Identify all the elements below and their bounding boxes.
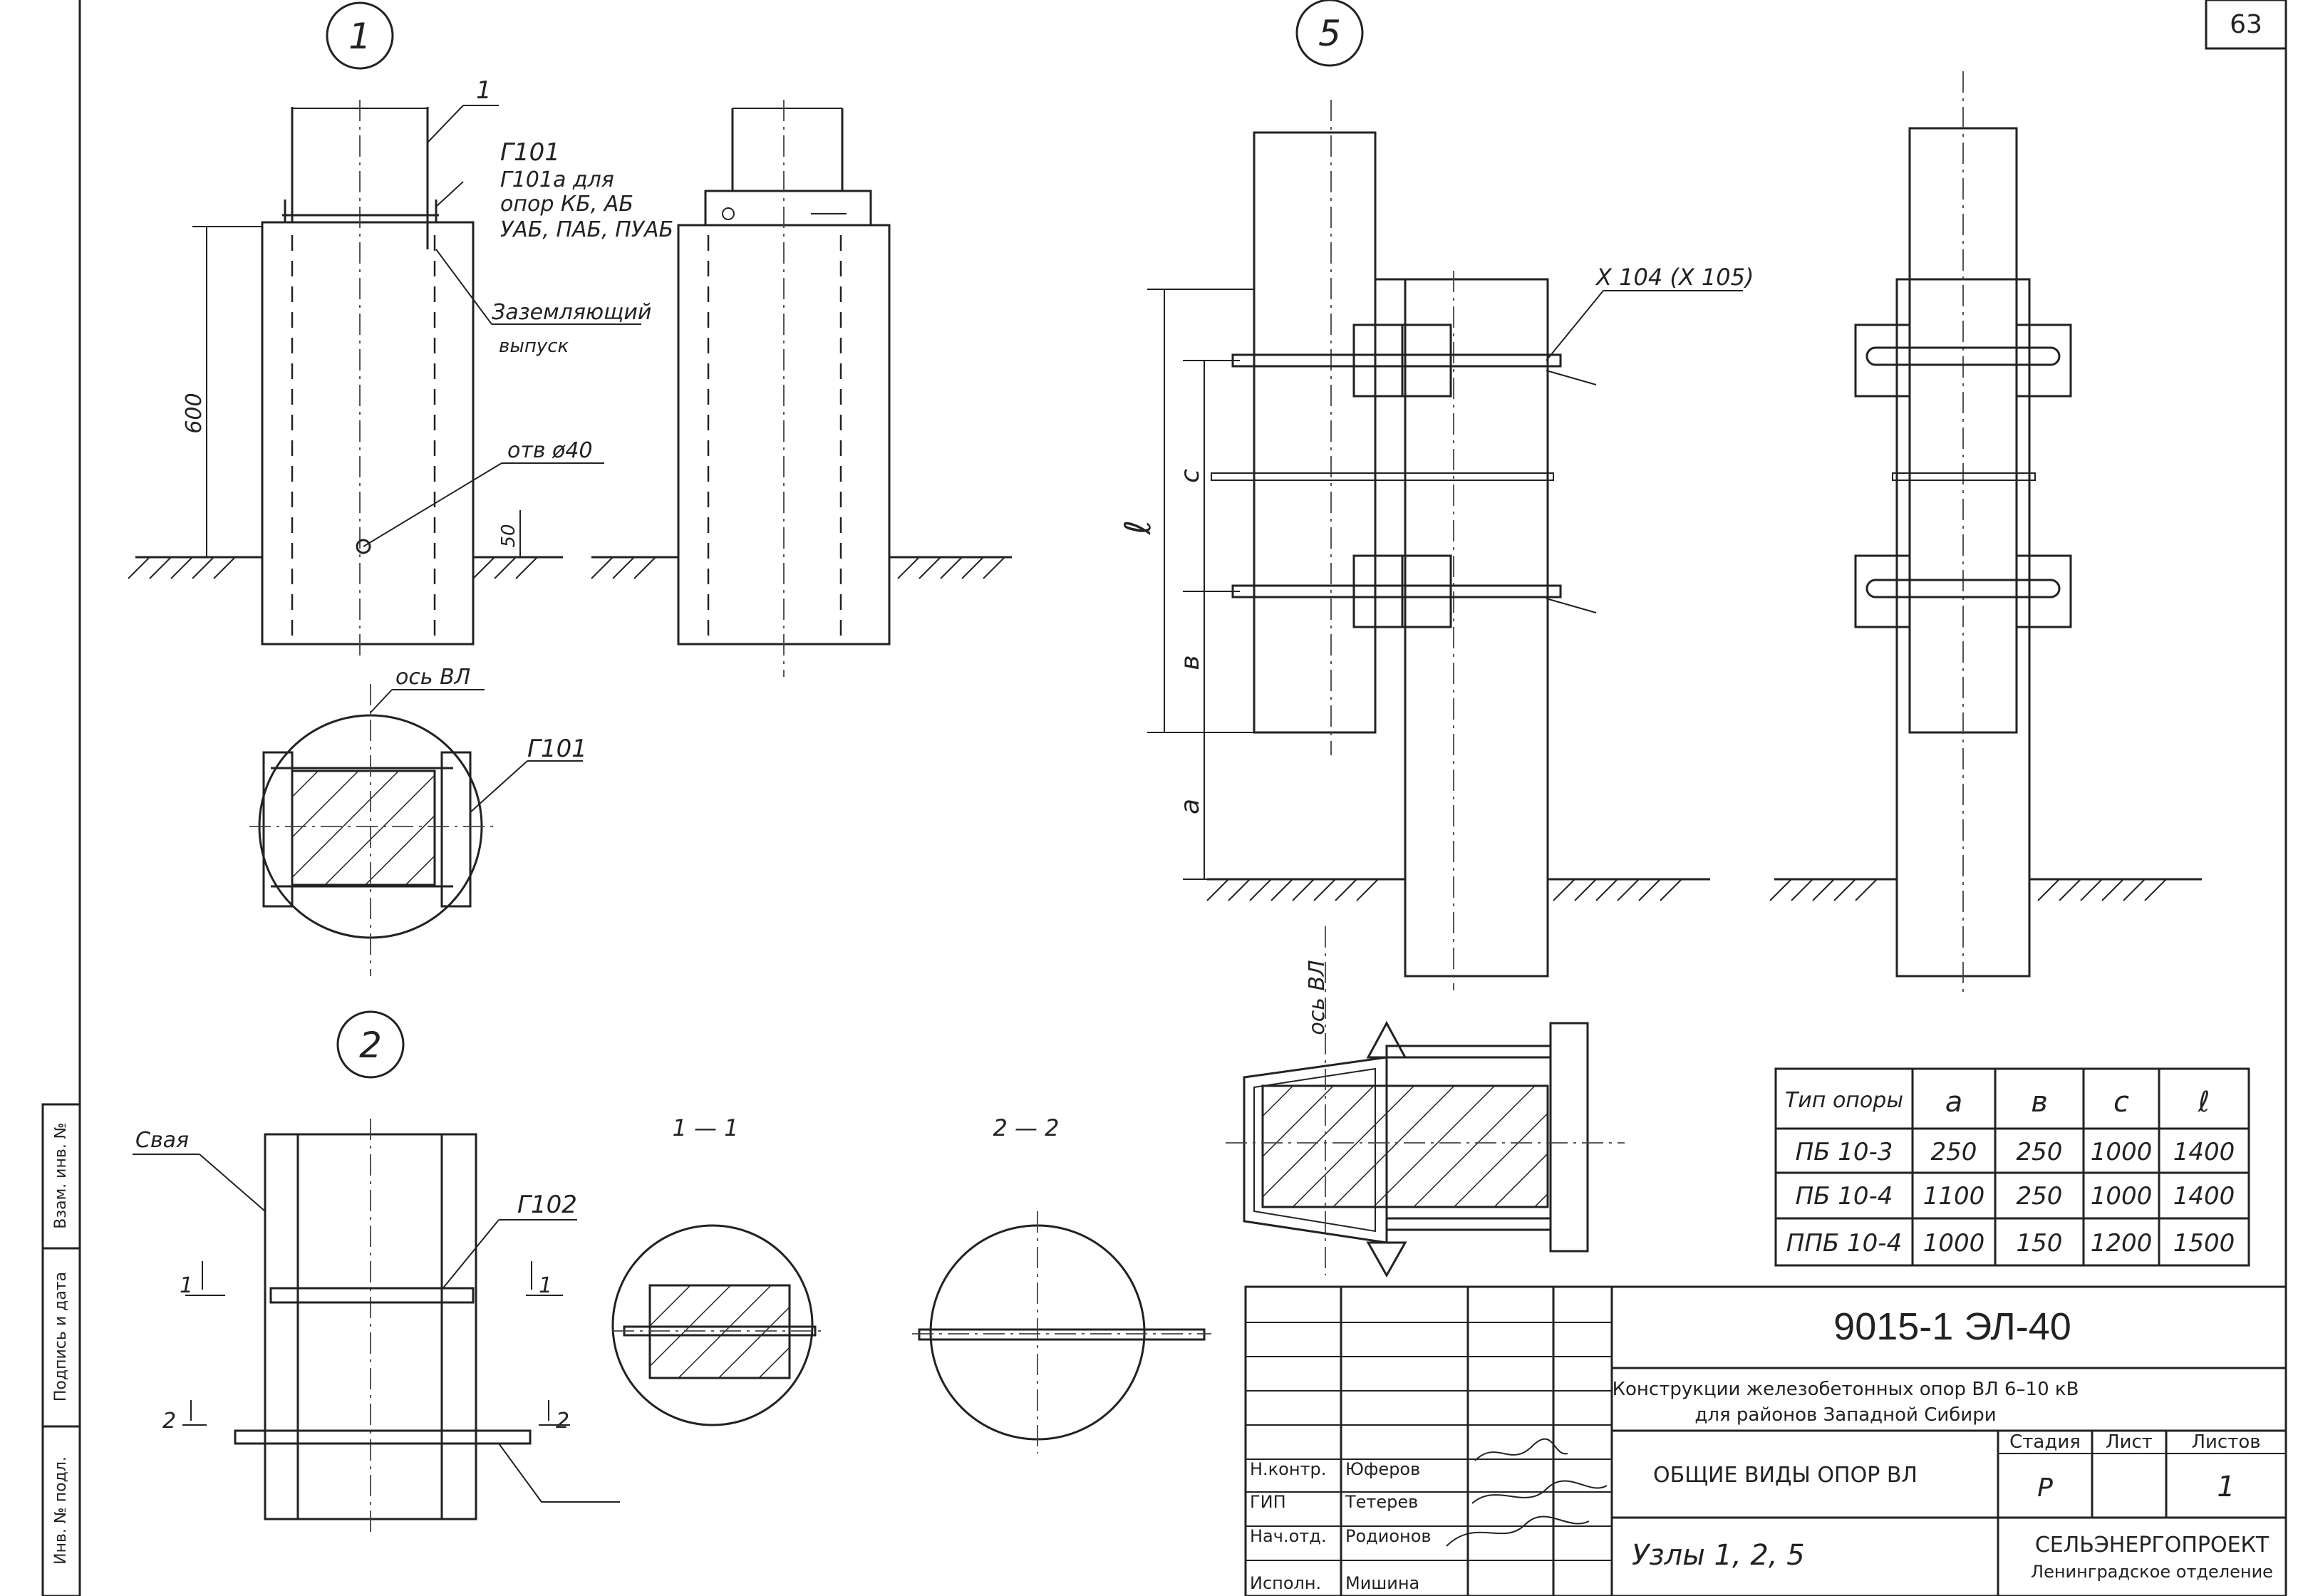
stamp-sign-date: Подпись и дата bbox=[52, 1272, 70, 1401]
stage-header: Стадия bbox=[2009, 1431, 2081, 1453]
signature-role-2: ГИП bbox=[1250, 1492, 1286, 1512]
dimension-table bbox=[1774, 1067, 2250, 1267]
sheets-header: Листов bbox=[2191, 1431, 2260, 1453]
node-5-dim-a: а bbox=[1176, 799, 1205, 814]
node-1-callout-g101: Г101 bbox=[500, 138, 560, 167]
node-2-section-mark-1-left: 1 bbox=[180, 1273, 193, 1298]
node-1-plan bbox=[249, 684, 583, 976]
signature-role-3: Нач.отд. bbox=[1250, 1526, 1326, 1546]
sheet-subtitle: Узлы 1, 2, 5 bbox=[1632, 1539, 1805, 1572]
stage-value: Р bbox=[2037, 1473, 2053, 1503]
signature-role-1: Н.контр. bbox=[1250, 1459, 1326, 1479]
signature-name-4: Мишина bbox=[1345, 1573, 1419, 1593]
node-5-plan bbox=[1226, 926, 1625, 1278]
table-row-2-a: 1100 bbox=[1923, 1182, 1985, 1211]
table-row-1-b: 250 bbox=[2017, 1138, 2063, 1166]
table-row-1-l: 1400 bbox=[2173, 1138, 2235, 1166]
signature-name-1: Юферов bbox=[1345, 1459, 1420, 1479]
node-1-hole-label: отв ø40 bbox=[507, 438, 593, 463]
node-5-callout-x104: Х 104 (Х 105) bbox=[1595, 264, 1754, 291]
project-title-line2: для районов Западной Сибири bbox=[1694, 1404, 1996, 1426]
table-row-3-type: ППБ 10-4 bbox=[1786, 1229, 1902, 1258]
node-5-side-view bbox=[1769, 71, 2202, 998]
table-row-2-type: ПБ 10-4 bbox=[1796, 1182, 1893, 1211]
node-2-pile-label: Свая bbox=[135, 1128, 189, 1153]
signature-scribbles bbox=[1446, 1438, 1608, 1547]
node-1-axis-label: ось ВЛ bbox=[395, 665, 470, 690]
table-header-c: с bbox=[2113, 1086, 2129, 1119]
org-name: СЕЛЬЭНЕРГОПРОЕКТ bbox=[2035, 1533, 2270, 1558]
table-header-a: а bbox=[1945, 1086, 1963, 1119]
section-2-2-title: 2 — 2 bbox=[993, 1114, 1059, 1141]
table-row-1-c: 1000 bbox=[2091, 1138, 2153, 1166]
table-row-2-b: 250 bbox=[2017, 1182, 2063, 1211]
node-1-callout-pile: 1 bbox=[476, 76, 492, 105]
title-block bbox=[1244, 1285, 2287, 1596]
node-1-callout-g101a-2: опор КБ, АБ bbox=[500, 192, 633, 217]
node-5-dim-l: ℓ bbox=[1117, 520, 1159, 536]
stamp-inv-orig: Инв. № подл. bbox=[52, 1456, 70, 1565]
node-2-section-mark-2-left: 2 bbox=[162, 1409, 176, 1434]
section-1-1-title: 1 — 1 bbox=[672, 1114, 738, 1141]
document-code: 9015-1 ЭЛ-40 bbox=[1833, 1305, 2071, 1348]
node-2-elevation bbox=[133, 1119, 620, 1532]
sheet-number: 63 bbox=[2230, 10, 2262, 39]
node-2-callout-g102: Г102 bbox=[517, 1191, 577, 1219]
node-5-number: 5 bbox=[1318, 13, 1341, 54]
signature-name-2: Тетерев bbox=[1345, 1492, 1418, 1512]
table-row-3-c: 1200 bbox=[2091, 1229, 2153, 1258]
node-1-plan-callout: Г101 bbox=[527, 735, 587, 763]
table-row-3-a: 1000 bbox=[1923, 1229, 1985, 1258]
sheet-number-box: 63 bbox=[2205, 0, 2287, 50]
table-row-1-type: ПБ 10-3 bbox=[1796, 1138, 1893, 1166]
node-5-dim-c: с bbox=[1176, 469, 1205, 483]
node-2-number: 2 bbox=[359, 1025, 382, 1066]
section-1-1 bbox=[611, 1224, 827, 1426]
project-title-line1: Конструкции железобетонных опор ВЛ 6–10 … bbox=[1613, 1379, 2079, 1400]
node-1-callout-ground-1: Заземляющий bbox=[492, 300, 651, 325]
node-1-number: 1 bbox=[348, 16, 371, 57]
table-row-3-l: 1500 bbox=[2173, 1229, 2235, 1258]
table-row-3-b: 150 bbox=[2017, 1229, 2063, 1258]
table-header-type: Тип опоры bbox=[1785, 1088, 1903, 1113]
org-branch: Ленинградское отделение bbox=[2031, 1562, 2273, 1582]
signature-name-3: Родионов bbox=[1345, 1526, 1432, 1546]
table-row-2-l: 1400 bbox=[2173, 1182, 2235, 1211]
section-2-2 bbox=[912, 1211, 1211, 1454]
node-5-marker: 5 bbox=[1295, 0, 1364, 67]
node-5-axis-label: ось ВЛ bbox=[1305, 960, 1330, 1035]
sheet-header: Лист bbox=[2106, 1431, 2153, 1453]
left-margin-stamp: Взам. инв. № Подпись и дата Инв. № подл. bbox=[41, 1103, 81, 1596]
sheet-title: ОБЩИЕ ВИДЫ ОПОР ВЛ bbox=[1653, 1463, 1918, 1488]
node-1-dim-50: 50 bbox=[498, 524, 519, 547]
stamp-replace-inv: Взам. инв. № bbox=[52, 1122, 70, 1228]
node-1-callout-ground-2: выпуск bbox=[499, 336, 569, 357]
node-2-marker: 2 bbox=[336, 1010, 405, 1079]
table-header-l: ℓ bbox=[2198, 1086, 2210, 1119]
table-row-2-c: 1000 bbox=[2091, 1182, 2153, 1211]
node-2-section-mark-2-right: 2 bbox=[556, 1409, 569, 1434]
node-2-section-mark-1-right: 1 bbox=[539, 1273, 552, 1298]
sheets-value: 1 bbox=[2217, 1471, 2235, 1503]
node-5-elevation bbox=[1147, 100, 1743, 990]
node-1-side-view bbox=[591, 100, 1012, 677]
node-1-elevation bbox=[128, 100, 641, 656]
node-1-dim-600: 600 bbox=[182, 393, 207, 433]
node-1-callout-g101a-1: Г101а для bbox=[500, 167, 614, 192]
node-5-dim-b: в bbox=[1176, 655, 1205, 670]
table-header-b: в bbox=[2031, 1086, 2048, 1119]
signature-role-4: Исполн. bbox=[1250, 1573, 1321, 1593]
node-1-marker: 1 bbox=[326, 1, 394, 70]
table-row-1-a: 250 bbox=[1931, 1138, 1977, 1166]
node-1-callout-g101a-3: УАБ, ПАБ, ПУАБ bbox=[500, 217, 673, 242]
